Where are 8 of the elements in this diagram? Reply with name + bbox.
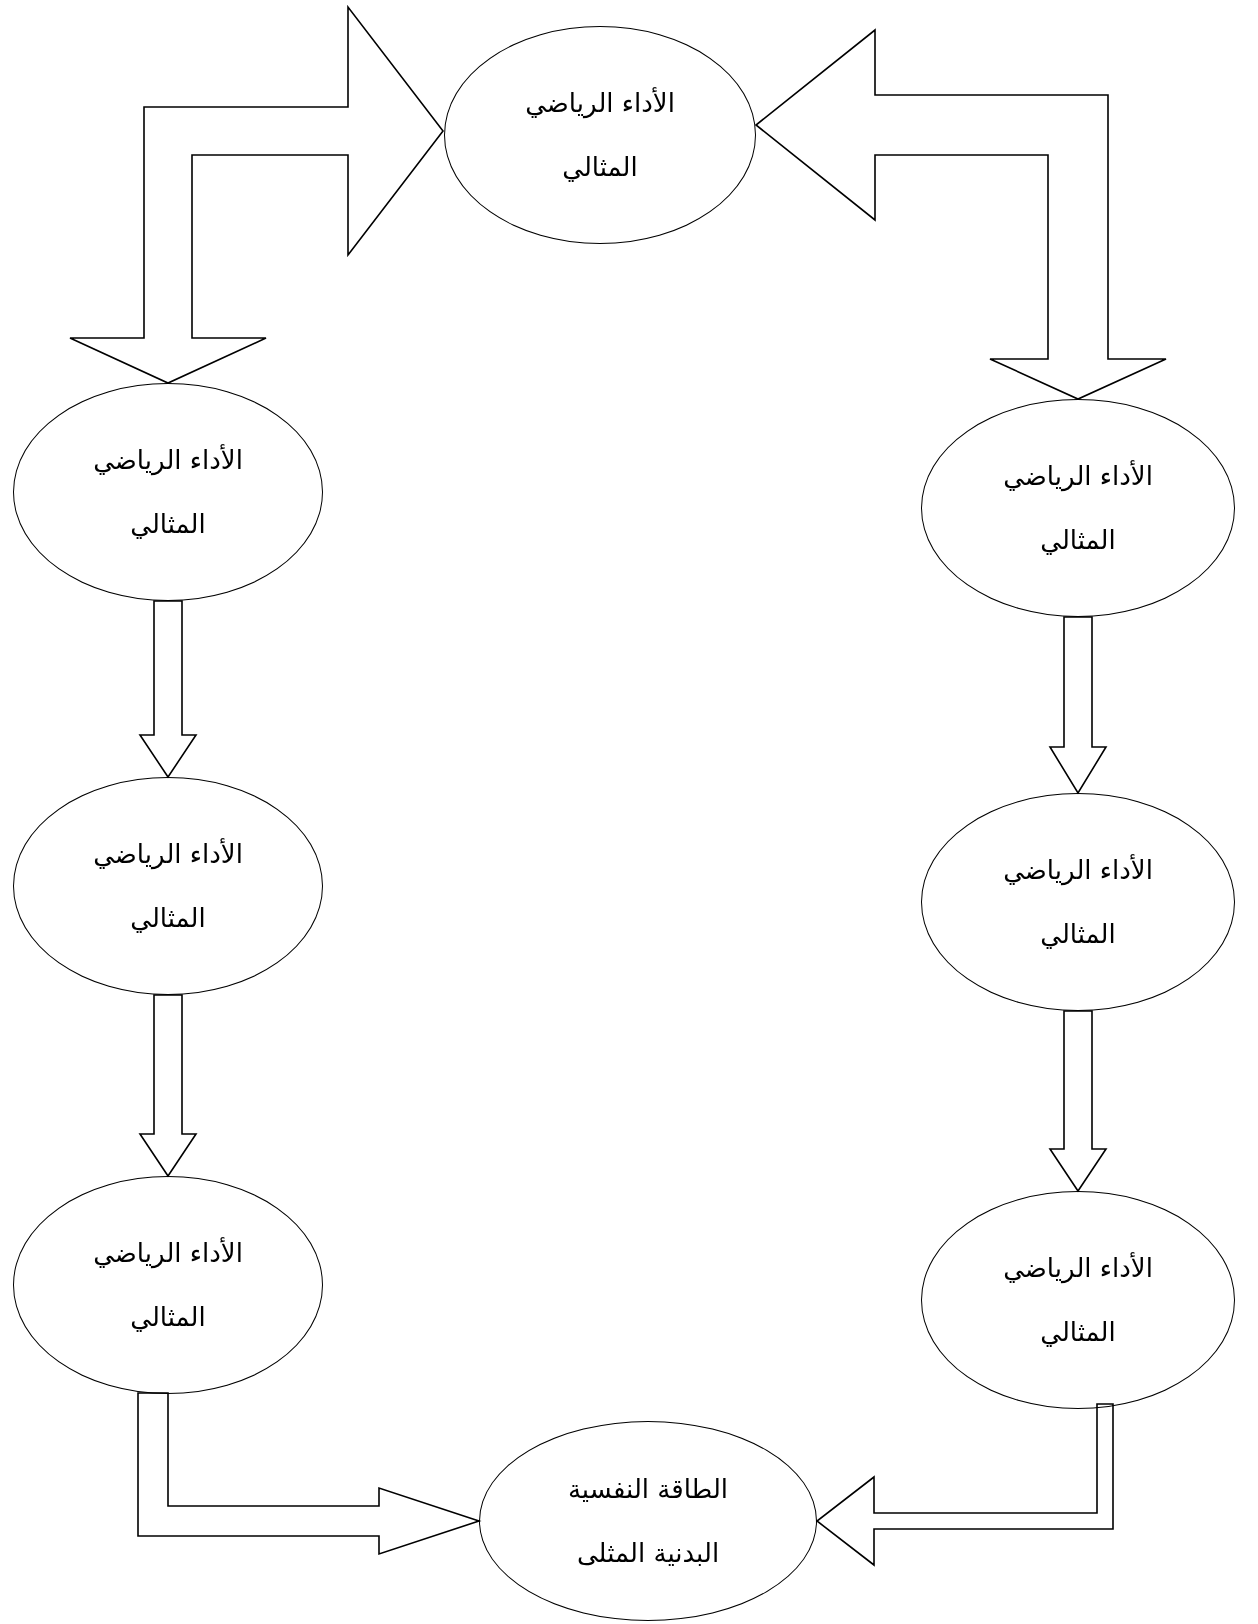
hollow-arrow bbox=[1048, 1010, 1108, 1193]
hollow-arrow bbox=[137, 1392, 482, 1556]
hollow-arrow bbox=[138, 600, 198, 779]
hollow-arrow bbox=[815, 1403, 1114, 1567]
hollow-arrow bbox=[69, 4, 444, 384]
hollow-arrow bbox=[1048, 616, 1108, 795]
hollow-arrow bbox=[754, 28, 1167, 400]
hollow-arrow bbox=[138, 994, 198, 1178]
